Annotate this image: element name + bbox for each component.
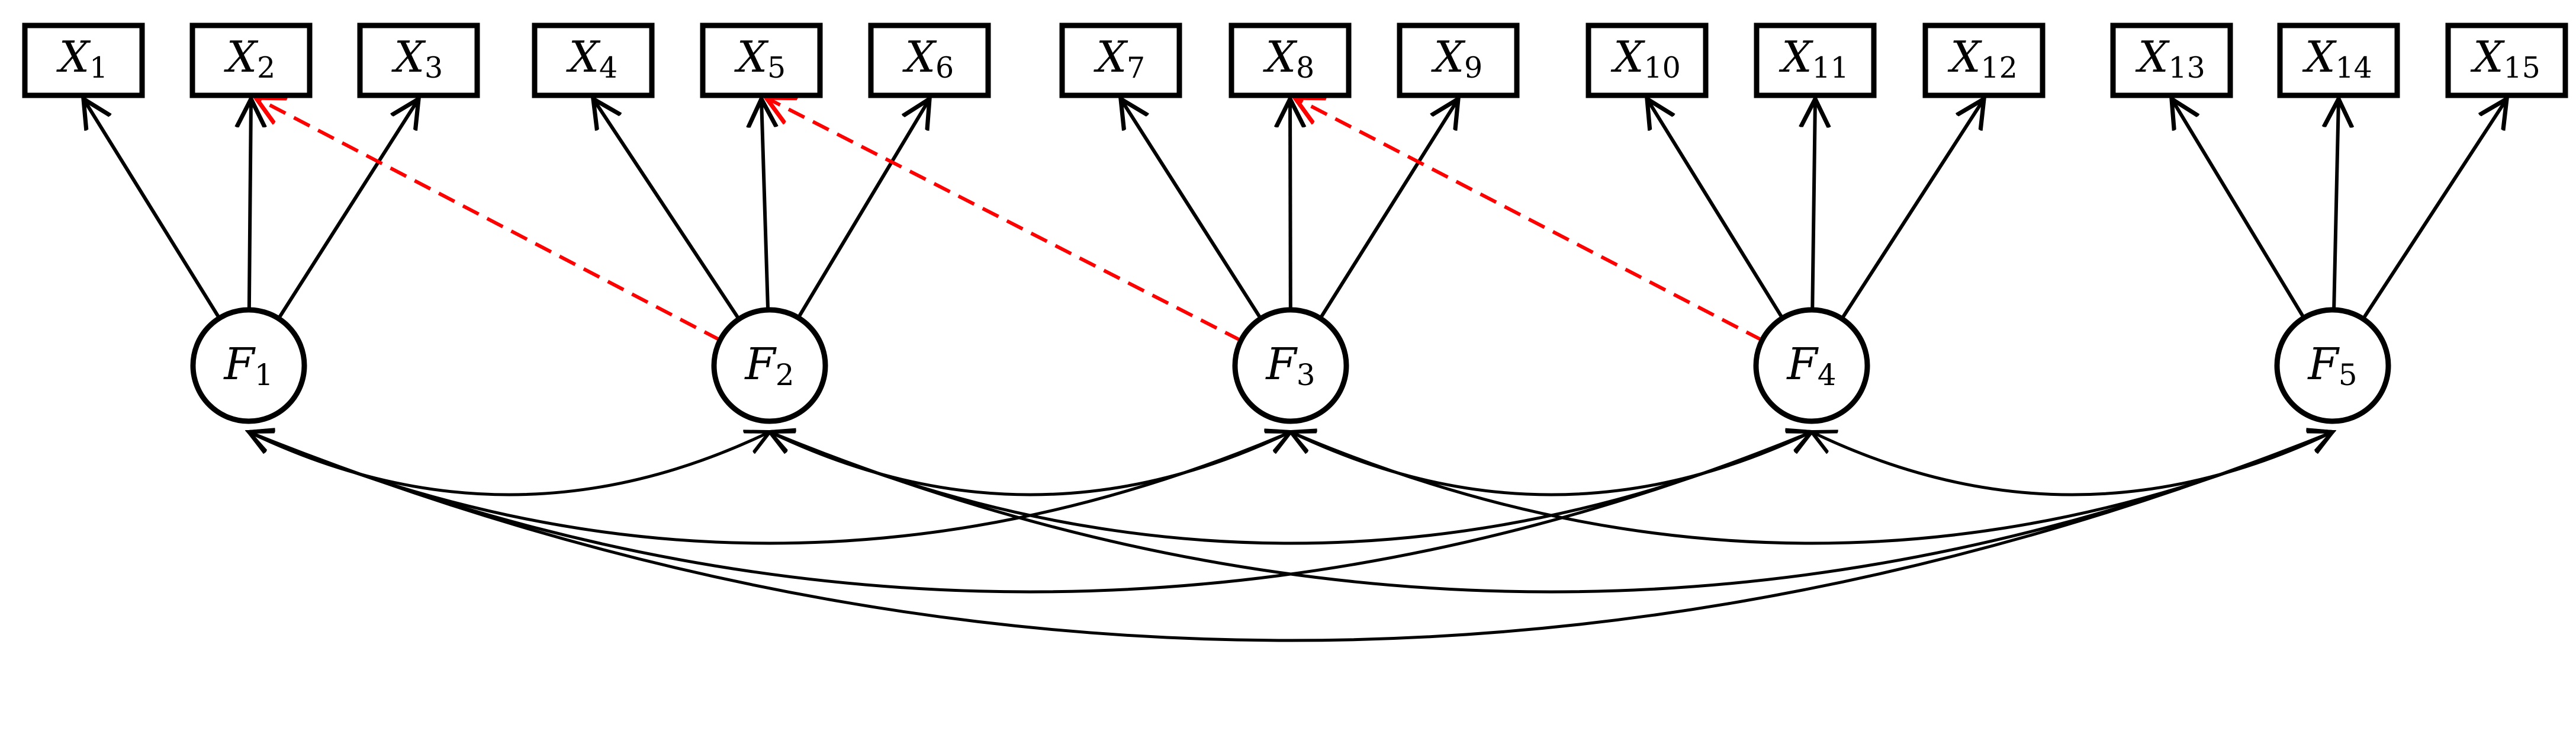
observed-box-x8: X8 [1228,23,1352,98]
factor-circle [190,307,307,424]
loading-arrow [593,99,741,321]
observed-box-x7: X7 [1059,23,1182,98]
factor-node-f5: F5 [2274,307,2391,424]
loading-arrow [83,99,221,319]
covariance-arcs [249,432,2333,642]
factor-label-f1: F1 [223,339,273,392]
observed-box-x14: X14 [2277,23,2400,98]
factor-label-f2: F2 [744,339,794,392]
factor-circle [1232,307,1349,424]
cross-loading-arrow [256,98,721,342]
observed-label-x15: X15 [2470,32,2540,85]
factor-node-f3: F3 [1232,307,1349,424]
loading-arrow [277,99,419,320]
observed-label-x14: X14 [2302,32,2372,85]
observed-label-x3: X3 [391,32,443,85]
loading-arrow [1840,99,1984,320]
covariance-arc [249,432,2333,642]
factor-node-f4: F4 [1753,307,1870,424]
observed-label-x1: X1 [56,32,108,85]
loading-arrow [796,99,930,319]
observed-box-x10: X10 [1586,23,1709,98]
loading-arrow [249,99,251,310]
latent-factors: F1 F2 F3 F4 F5 [190,307,2391,424]
loading-arrow [1121,99,1262,320]
cross-loading-arrows [256,98,1763,342]
observed-box-x12: X12 [1922,23,2046,98]
observed-box-x11: X11 [1754,23,1877,98]
loading-arrow [2172,99,2305,319]
observed-label-x12: X12 [1947,32,2018,85]
observed-box-frame [1754,23,1877,98]
observed-box-frame [700,23,823,98]
observed-box-frame [2445,23,2568,98]
factor-node-f1: F1 [190,307,307,424]
factor-label-f4: F4 [1786,339,1836,392]
observed-label-x5: X5 [734,32,786,85]
covariance-arc [1812,432,2333,496]
observed-box-x4: X4 [532,23,655,98]
covariance-arc [770,432,1812,545]
factor-node-f2: F2 [711,307,828,424]
observed-box-x6: X6 [868,23,991,98]
observed-box-frame [189,23,313,98]
observed-label-x11: X11 [1779,32,1849,85]
observed-label-x8: X8 [1263,32,1314,85]
observed-label-x10: X10 [1610,32,1681,85]
loading-arrow [2334,99,2339,310]
loading-arrow [2361,99,2507,320]
observed-label-x9: X9 [1431,32,1482,85]
observed-label-x2: X2 [224,32,275,85]
observed-label-x6: X6 [902,32,954,85]
observed-box-frame [1397,23,1520,98]
factor-label-f3: F3 [1265,339,1315,392]
observed-box-frame [2110,23,2233,98]
loading-arrow [761,99,768,310]
observed-box-x13: X13 [2110,23,2233,98]
factor-circle [1753,307,1870,424]
covariance-arc [1291,432,2333,545]
observed-box-x9: X9 [1397,23,1520,98]
observed-box-frame [1922,23,2046,98]
observed-box-x3: X3 [357,23,480,98]
observed-box-x15: X15 [2445,23,2568,98]
factor-circle [2274,307,2391,424]
loading-arrows [83,99,2507,321]
covariance-arc [770,432,2333,594]
observed-label-x13: X13 [2135,32,2205,85]
covariance-arc [249,432,1812,594]
observed-box-frame [2277,23,2400,98]
cross-loading-arrow [766,98,1242,342]
observed-box-frame [22,23,145,98]
cross-loading-arrow [1295,98,1763,342]
observed-box-frame [357,23,480,98]
loading-arrow [1812,99,1815,310]
observed-label-x7: X7 [1094,32,1145,85]
observed-box-frame [1586,23,1709,98]
loading-arrow [1318,99,1458,320]
observed-box-frame [1059,23,1182,98]
loading-arrow [1290,99,1291,310]
observed-box-frame [1228,23,1352,98]
loading-arrow [1647,99,1784,319]
observed-label-x4: X4 [566,32,618,85]
observed-box-x1: X1 [22,23,145,98]
covariance-arc [249,432,1291,545]
factor-label-f5: F5 [2307,339,2357,392]
observed-box-frame [868,23,991,98]
observed-variables: X1 X2 X3 X4 X5 X6 X7 X8 X9 X10 X11 X12 X13 X14 X15 [22,23,2568,98]
observed-box-x2: X2 [189,23,313,98]
factor-circle [711,307,828,424]
observed-box-x5: X5 [700,23,823,98]
observed-box-frame [532,23,655,98]
